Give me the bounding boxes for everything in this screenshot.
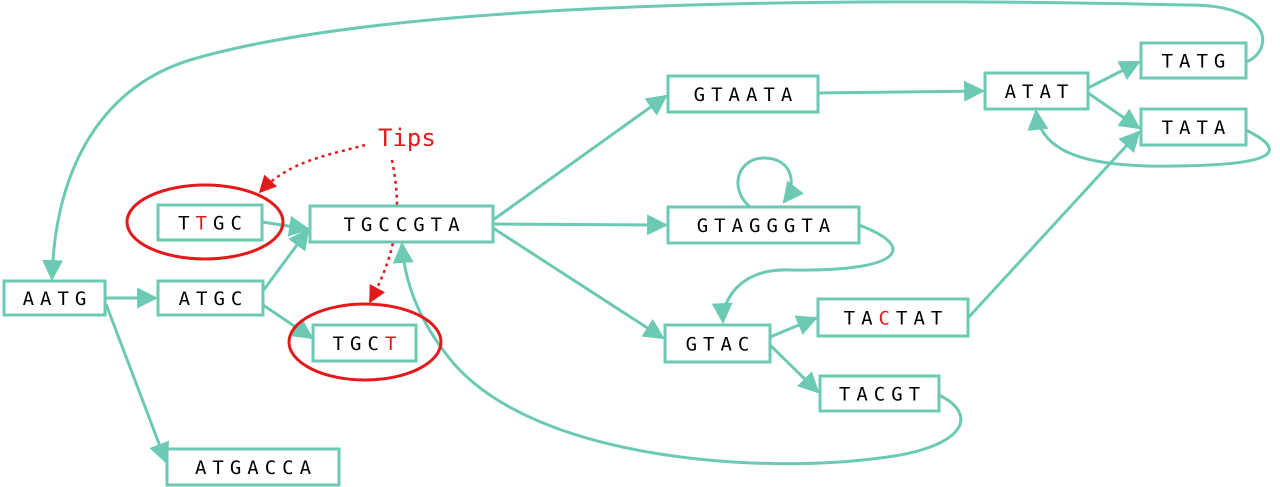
- node-label-part: GTAC: [686, 334, 756, 356]
- edge-tgccgta-to-gtaata: [492, 94, 668, 222]
- node-label: AATG: [23, 288, 93, 310]
- tip-pointer-ttgc: [258, 143, 366, 194]
- node-label-part: TGC: [333, 333, 385, 355]
- edge-tata-to-atat: [1027, 108, 1271, 168]
- edge-tacgt-to-tgccgta: [392, 241, 963, 466]
- node-box: [666, 205, 861, 245]
- node-label: GTAC: [686, 334, 756, 356]
- node-tacgt: TACGT: [818, 374, 941, 413]
- node-tatg: TATG: [1139, 41, 1248, 80]
- node-tgct: TGCT: [311, 323, 418, 363]
- edge-atgc-to-tgct: [262, 303, 314, 340]
- tips-layer: Tips: [125, 124, 443, 382]
- edge-gtac-to-tactat: [769, 315, 818, 339]
- node-ttgc: TTGC: [156, 203, 264, 242]
- node-box: [983, 71, 1090, 111]
- node-label: ATAT: [1005, 81, 1075, 103]
- node-box: [666, 74, 820, 114]
- node-box: [1139, 107, 1248, 147]
- node-label-highlight: T: [196, 213, 213, 235]
- node-label: TATG: [1162, 51, 1232, 73]
- edge-atgc-to-tgccgta: [261, 228, 310, 292]
- edge-gtagggta-to-gtagggta: [736, 156, 804, 209]
- node-label-part: ATGACCA: [195, 457, 317, 479]
- edge-gtagggta-to-gtac: [711, 223, 895, 325]
- node-label-part: TA: [844, 308, 879, 330]
- node-label-part: TAT: [896, 308, 948, 330]
- node-box: [1139, 41, 1248, 80]
- node-box: [818, 374, 941, 413]
- edge-tactat-to-tata: [966, 130, 1141, 320]
- node-label: TACTAT: [844, 308, 949, 330]
- node-atgacca: ATGACCA: [165, 447, 341, 487]
- node-box: [816, 297, 970, 338]
- node-label: ATGACCA: [195, 457, 317, 479]
- node-label-part: ATAT: [1005, 81, 1075, 103]
- node-label: TACGT: [839, 384, 926, 406]
- node-label: TATA: [1162, 117, 1232, 139]
- node-box: [2, 279, 107, 317]
- node-box: [311, 323, 418, 363]
- edge-gtaata-to-atat: [817, 80, 986, 102]
- node-label-part: TGCCGTA: [343, 214, 465, 236]
- tips-label: Tips: [378, 124, 436, 152]
- node-label-part: T: [178, 213, 195, 235]
- node-label: GTAGGGTA: [697, 215, 837, 237]
- node-label-highlight: C: [879, 308, 896, 330]
- node-label: ATGC: [179, 288, 249, 310]
- node-atgc: ATGC: [156, 279, 265, 317]
- edge-tgccgta-to-gtac: [492, 226, 665, 340]
- node-gtaata: GTAATA: [666, 74, 820, 114]
- node-label-part: AATG: [23, 288, 93, 310]
- node-label: GTAATA: [694, 84, 799, 106]
- node-atat: ATAT: [983, 71, 1090, 111]
- node-box: [156, 203, 264, 242]
- node-label-highlight: T: [385, 333, 402, 355]
- node-label: TTGC: [178, 213, 248, 235]
- node-label-part: ATGC: [179, 288, 249, 310]
- node-label-part: GC: [213, 213, 248, 235]
- node-box: [308, 204, 495, 244]
- edge-ttgc-to-tgccgta: [261, 215, 311, 237]
- edge-tatg-to-aatg: [42, 0, 1265, 282]
- node-gtagggta: GTAGGGTA: [666, 205, 861, 245]
- node-tata: TATA: [1139, 107, 1248, 147]
- node-aatg: AATG: [2, 279, 107, 317]
- edge-atat-to-tatg: [1087, 60, 1141, 90]
- edge-aatg-to-atgacca: [104, 303, 170, 464]
- edge-atat-to-tata: [1087, 91, 1141, 130]
- edges-layer: [42, 0, 1271, 466]
- tip-highlight-ttgc: [125, 183, 285, 261]
- node-gtac: GTAC: [663, 323, 772, 364]
- tip-highlight-tgct: [287, 302, 443, 382]
- node-box: [165, 447, 341, 487]
- node-box: [156, 279, 265, 317]
- node-label-part: TATA: [1162, 117, 1232, 139]
- node-label-part: GTAATA: [694, 84, 799, 106]
- node-label-part: GTAGGGTA: [697, 215, 837, 237]
- node-label-part: TACGT: [839, 384, 926, 406]
- edge-tgccgta-to-gtagggta: [492, 214, 669, 236]
- edge-gtac-to-tacgt: [768, 343, 820, 394]
- node-tgccgta: TGCCGTA: [308, 204, 495, 244]
- node-label: TGCT: [333, 333, 403, 355]
- node-label-part: TATG: [1162, 51, 1232, 73]
- node-box: [663, 323, 772, 364]
- node-tactat: TACTAT: [816, 297, 970, 338]
- node-label: TGCCGTA: [343, 214, 465, 236]
